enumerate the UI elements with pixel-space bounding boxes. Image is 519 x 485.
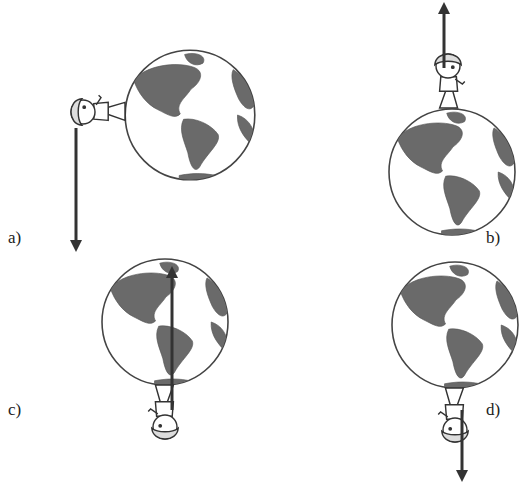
panel-label: d) xyxy=(486,400,500,420)
globe-use xyxy=(102,259,228,396)
globe-c xyxy=(102,259,228,396)
child-use xyxy=(71,95,125,125)
globe-a xyxy=(125,50,255,190)
child-use xyxy=(148,385,178,439)
force-arrow xyxy=(171,272,174,410)
panel-label: c) xyxy=(8,400,21,420)
child-d xyxy=(438,388,468,442)
panel-label: a) xyxy=(8,228,21,248)
child-a xyxy=(71,95,125,125)
child-use xyxy=(435,54,465,108)
globe-use xyxy=(392,262,518,399)
globe-use xyxy=(125,50,255,190)
globe-use xyxy=(389,109,515,246)
panel-label: b) xyxy=(486,228,500,248)
globe-d xyxy=(392,262,518,399)
force-arrow xyxy=(75,128,78,246)
globe-b xyxy=(389,109,515,246)
child-b xyxy=(435,54,465,108)
child-use xyxy=(438,388,468,442)
force-arrow xyxy=(443,8,446,68)
child-c xyxy=(148,385,178,439)
force-arrow xyxy=(461,410,464,476)
